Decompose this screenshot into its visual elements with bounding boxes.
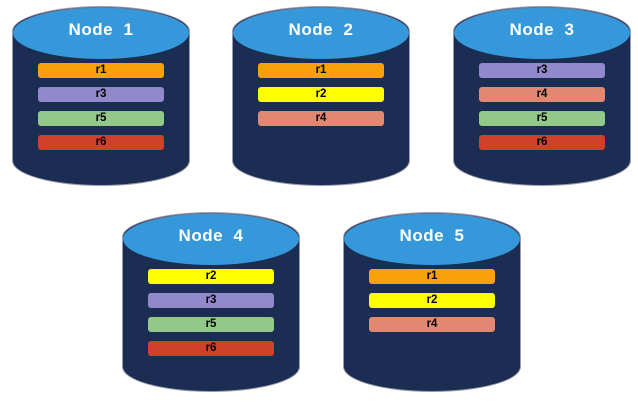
cylinder-top-ellipse (233, 7, 409, 59)
cylinder-top-ellipse (123, 213, 299, 265)
replica-bar-r3[interactable]: r3 (148, 293, 274, 308)
node-4[interactable]: Node 4 r2 r3 r5 r6 (122, 212, 300, 392)
replica-bar-r6[interactable]: r6 (148, 341, 274, 356)
replica-list: r1 r2 r4 (232, 63, 410, 126)
cylinder-top-ellipse (13, 7, 189, 59)
node-3[interactable]: Node 3 r3 r4 r5 r6 (453, 6, 631, 186)
node-title: Node 3 (509, 20, 575, 39)
replica-bar-r5[interactable]: r5 (148, 317, 274, 332)
replica-bar-r3[interactable]: r3 (38, 87, 164, 102)
replica-bar-r6[interactable]: r6 (38, 135, 164, 150)
replica-list: r1 r2 r4 (343, 269, 521, 332)
replica-bar-r4[interactable]: r4 (258, 111, 384, 126)
replica-bar-r4[interactable]: r4 (369, 317, 495, 332)
replica-bar-r2[interactable]: r2 (148, 269, 274, 284)
replica-bar-r4[interactable]: r4 (479, 87, 605, 102)
replica-bar-r5[interactable]: r5 (479, 111, 605, 126)
node-title: Node 4 (178, 226, 244, 245)
replica-list: r3 r4 r5 r6 (453, 63, 631, 150)
replica-bar-r1[interactable]: r1 (38, 63, 164, 78)
cylinder-top-ellipse (344, 213, 520, 265)
replica-bar-r2[interactable]: r2 (369, 293, 495, 308)
node-1[interactable]: Node 1 r1 r3 r5 r6 (12, 6, 190, 186)
node-title: Node 2 (288, 20, 354, 39)
node-title: Node 1 (68, 20, 134, 39)
cylinder-top-ellipse (454, 7, 630, 59)
replica-bar-r1[interactable]: r1 (258, 63, 384, 78)
replica-list: r2 r3 r5 r6 (122, 269, 300, 356)
replica-bar-r1[interactable]: r1 (369, 269, 495, 284)
replica-bar-r2[interactable]: r2 (258, 87, 384, 102)
node-title: Node 5 (399, 226, 465, 245)
replica-list: r1 r3 r5 r6 (12, 63, 190, 150)
replica-bar-r5[interactable]: r5 (38, 111, 164, 126)
replica-bar-r3[interactable]: r3 (479, 63, 605, 78)
node-5[interactable]: Node 5 r1 r2 r4 (343, 212, 521, 392)
replica-bar-r6[interactable]: r6 (479, 135, 605, 150)
node-2[interactable]: Node 2 r1 r2 r4 (232, 6, 410, 186)
